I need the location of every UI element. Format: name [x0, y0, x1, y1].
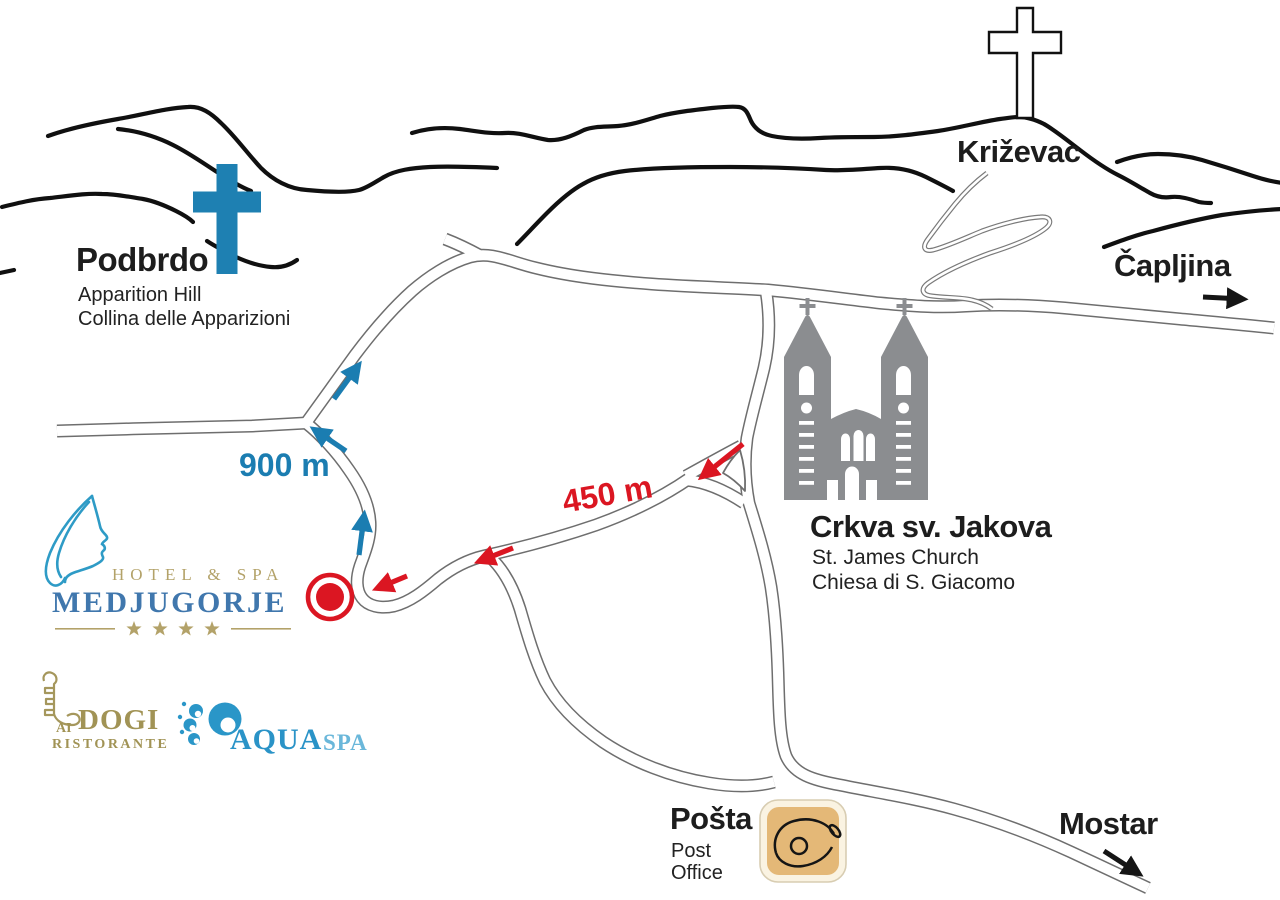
- location-marker-icon: [305, 572, 355, 622]
- church-label: Crkva sv. Jakova: [810, 509, 1052, 544]
- road: [485, 552, 776, 793]
- church-icon: [784, 298, 928, 500]
- ridge-line: [1114, 151, 1280, 185]
- red-route-arrow-icon: [371, 572, 408, 593]
- traffic-island: [722, 449, 747, 492]
- wave-icon: [177, 701, 242, 745]
- capljina-arrow-icon: [1202, 287, 1249, 310]
- posta-label: Pošta: [670, 801, 752, 836]
- route-arrows-red: [371, 441, 745, 593]
- ridge-line: [0, 267, 17, 276]
- ridge-line: [1101, 207, 1280, 250]
- spa-name-label: AQUA: [230, 723, 323, 756]
- blue-route-arrow-icon: [351, 509, 373, 556]
- restaurant-prefix-label: AI: [56, 721, 72, 736]
- hotel-stars-icon: [55, 621, 291, 636]
- spa-type-label: SPA: [323, 730, 368, 755]
- krizevac-trail: [920, 171, 1053, 312]
- krizevac-label: Križevac: [957, 134, 1081, 169]
- podbrdo-subtitle-en: Apparition Hill: [78, 284, 202, 306]
- mostar-arrow-icon: [1102, 848, 1144, 877]
- route-arrows-blue: [309, 360, 373, 556]
- red-route-arrow-icon: [697, 441, 745, 481]
- mostar-label: Mostar: [1059, 806, 1158, 841]
- mountain-ridges: [0, 104, 1280, 276]
- ridge-line: [514, 164, 956, 247]
- madonna-profile-icon: [44, 494, 109, 587]
- gondola-icon: [42, 671, 81, 727]
- post-horn-icon: [773, 818, 842, 868]
- blue-route-arrow-icon: [331, 360, 362, 401]
- church-subtitle-it: Chiesa di S. Giacomo: [812, 571, 1016, 594]
- distance-900m-label: 900 m: [239, 447, 330, 483]
- podbrdo-cross-icon: [193, 164, 261, 274]
- podbrdo-label: Podbrdo: [76, 241, 209, 278]
- ridge-line: [0, 191, 196, 225]
- restaurant-subtitle-label: RISTORANTE: [52, 737, 170, 752]
- posta-subtitle-1: Post: [671, 840, 712, 862]
- church-subtitle-en: St. James Church: [812, 546, 979, 569]
- direction-arrows: [1102, 287, 1249, 877]
- krizevac-cross-icon: [987, 6, 1063, 120]
- restaurant-name-label: DOGI: [78, 704, 160, 736]
- posta-subtitle-2: Office: [671, 862, 723, 884]
- road-network: [56, 171, 1275, 894]
- post-office-icon: [759, 799, 847, 883]
- red-route-arrow-icon: [473, 545, 514, 566]
- ridge-line: [45, 104, 500, 194]
- hotel-name-label: MEDJUGORJE: [52, 586, 287, 619]
- ridge-line: [409, 104, 1214, 206]
- blue-route-arrow-icon: [309, 426, 348, 454]
- capljina-label: Čapljina: [1114, 248, 1231, 283]
- hotel-tagline-label: HOTEL & SPA: [112, 565, 285, 584]
- podbrdo-subtitle-it: Collina delle Apparizioni: [78, 308, 291, 330]
